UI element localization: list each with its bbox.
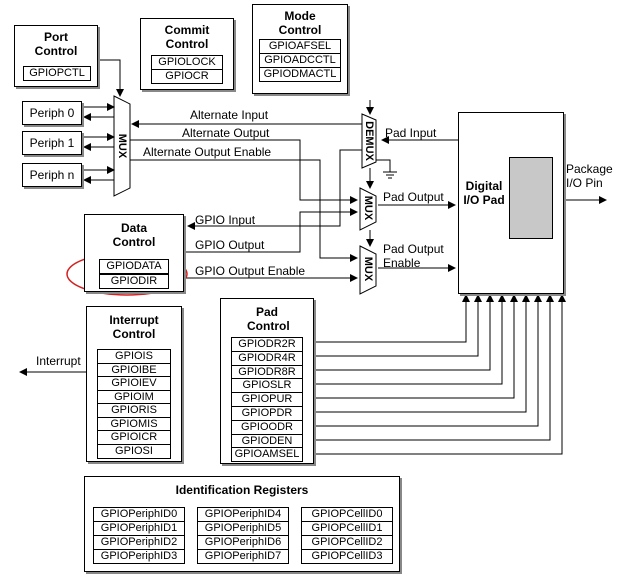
pad-register-2: GPIODR8R: [231, 364, 303, 380]
id-register-c2-2: GPIOPCellID2: [301, 535, 393, 550]
pad-output-enable-label: Pad Output Enable: [383, 242, 444, 270]
pad-register-8: GPIOAMSEL: [231, 447, 303, 463]
mode-control-block: Mode Control GPIOAFSEL GPIOADCCTL GPIODM…: [252, 4, 348, 94]
pad-register-5: GPIOPDR: [231, 406, 303, 421]
pad-oe-mux-label: MUX: [362, 256, 374, 282]
id-register-c1-3: GPIOPeriphID7: [197, 549, 289, 564]
interrupt-register-4: GPIORIS: [97, 403, 171, 418]
pad-register-7: GPIODEN: [231, 433, 303, 449]
gpio-input-label: GPIO Input: [195, 213, 256, 227]
register-gpiodata: GPIODATA: [99, 259, 169, 274]
digital-io-pad: Digital I/O Pad: [458, 112, 564, 294]
demux-label: DEMUX: [363, 121, 375, 161]
register-gpiodir: GPIODIR: [99, 274, 169, 289]
pad-control-title: Pad Control: [247, 305, 290, 333]
alternate-output-enable-label: Alternate Output Enable: [143, 145, 272, 159]
id-register-c1-0: GPIOPeriphID4: [197, 507, 289, 522]
interrupt-control-title: Interrupt Control: [109, 313, 159, 341]
id-register-c0-0: GPIOPeriphID0: [93, 507, 185, 522]
gpio-output-enable-label: GPIO Output Enable: [195, 264, 306, 278]
data-control-block: Data Control GPIODATA GPIODIR: [84, 214, 184, 292]
pad-input-label: Pad Input: [385, 126, 437, 140]
digital-io-pad-title: Digital I/O Pad: [463, 179, 505, 207]
pad-register-0: GPIODR2R: [231, 337, 303, 352]
pad-register-4: GPIOPUR: [231, 392, 303, 408]
register-gpioafsel: GPIOAFSEL: [259, 39, 341, 54]
register-gpiolock: GPIOLOCK: [151, 55, 223, 70]
id-register-c2-3: GPIOPCellID3: [301, 549, 393, 564]
interrupt-label: Interrupt: [36, 354, 81, 368]
periph-0: Periph 0: [22, 101, 82, 125]
register-gpiodmactl: GPIODMACTL: [259, 67, 341, 82]
interrupt-register-7: GPIOSI: [97, 443, 171, 459]
id-register-c0-3: GPIOPeriphID3: [93, 549, 185, 564]
pad-register-1: GPIODR4R: [231, 350, 303, 366]
pad-output-label: Pad Output: [383, 190, 444, 204]
pad-element: [509, 157, 553, 239]
commit-control-title: Commit Control: [164, 23, 210, 51]
data-control-title: Data Control: [112, 221, 156, 249]
register-gpioadcctl: GPIOADCCTL: [259, 53, 341, 68]
gpio-output-label: GPIO Output: [195, 238, 265, 252]
port-control-title: Port Control: [34, 30, 78, 58]
id-register-c2-0: GPIOPCellID0: [301, 507, 393, 522]
package-io-pin-label: Package I/O Pin: [566, 162, 613, 190]
pad-register-6: GPIOODR: [231, 419, 303, 435]
mode-control-title: Mode Control: [278, 9, 322, 37]
port-control-block: Port Control GPIOPCTL: [14, 25, 98, 87]
identification-title: Identification Registers: [175, 483, 309, 497]
alternate-input-label: Alternate Input: [190, 108, 269, 122]
interrupt-register-6: GPIOICR: [97, 430, 171, 445]
register-gpiopctl: GPIOPCTL: [23, 66, 91, 81]
register-gpiocr: GPIOCR: [151, 69, 223, 84]
periph-n: Periph n: [22, 163, 82, 187]
periph-mux-label: MUX: [116, 133, 128, 159]
alternate-output-label: Alternate Output: [182, 126, 270, 140]
periph-1: Periph 1: [22, 131, 82, 155]
pad-register-3: GPIOSLR: [231, 378, 303, 394]
id-register-c0-2: GPIOPeriphID2: [93, 535, 185, 550]
id-register-c1-1: GPIOPeriphID5: [197, 521, 289, 536]
id-register-c1-2: GPIOPeriphID6: [197, 535, 289, 550]
pad-output-mux-label: MUX: [362, 195, 374, 221]
id-register-c0-1: GPIOPeriphID1: [93, 521, 185, 536]
id-register-c2-1: GPIOPCellID1: [301, 521, 393, 536]
commit-control-block: Commit Control GPIOLOCK GPIOCR: [140, 18, 234, 90]
